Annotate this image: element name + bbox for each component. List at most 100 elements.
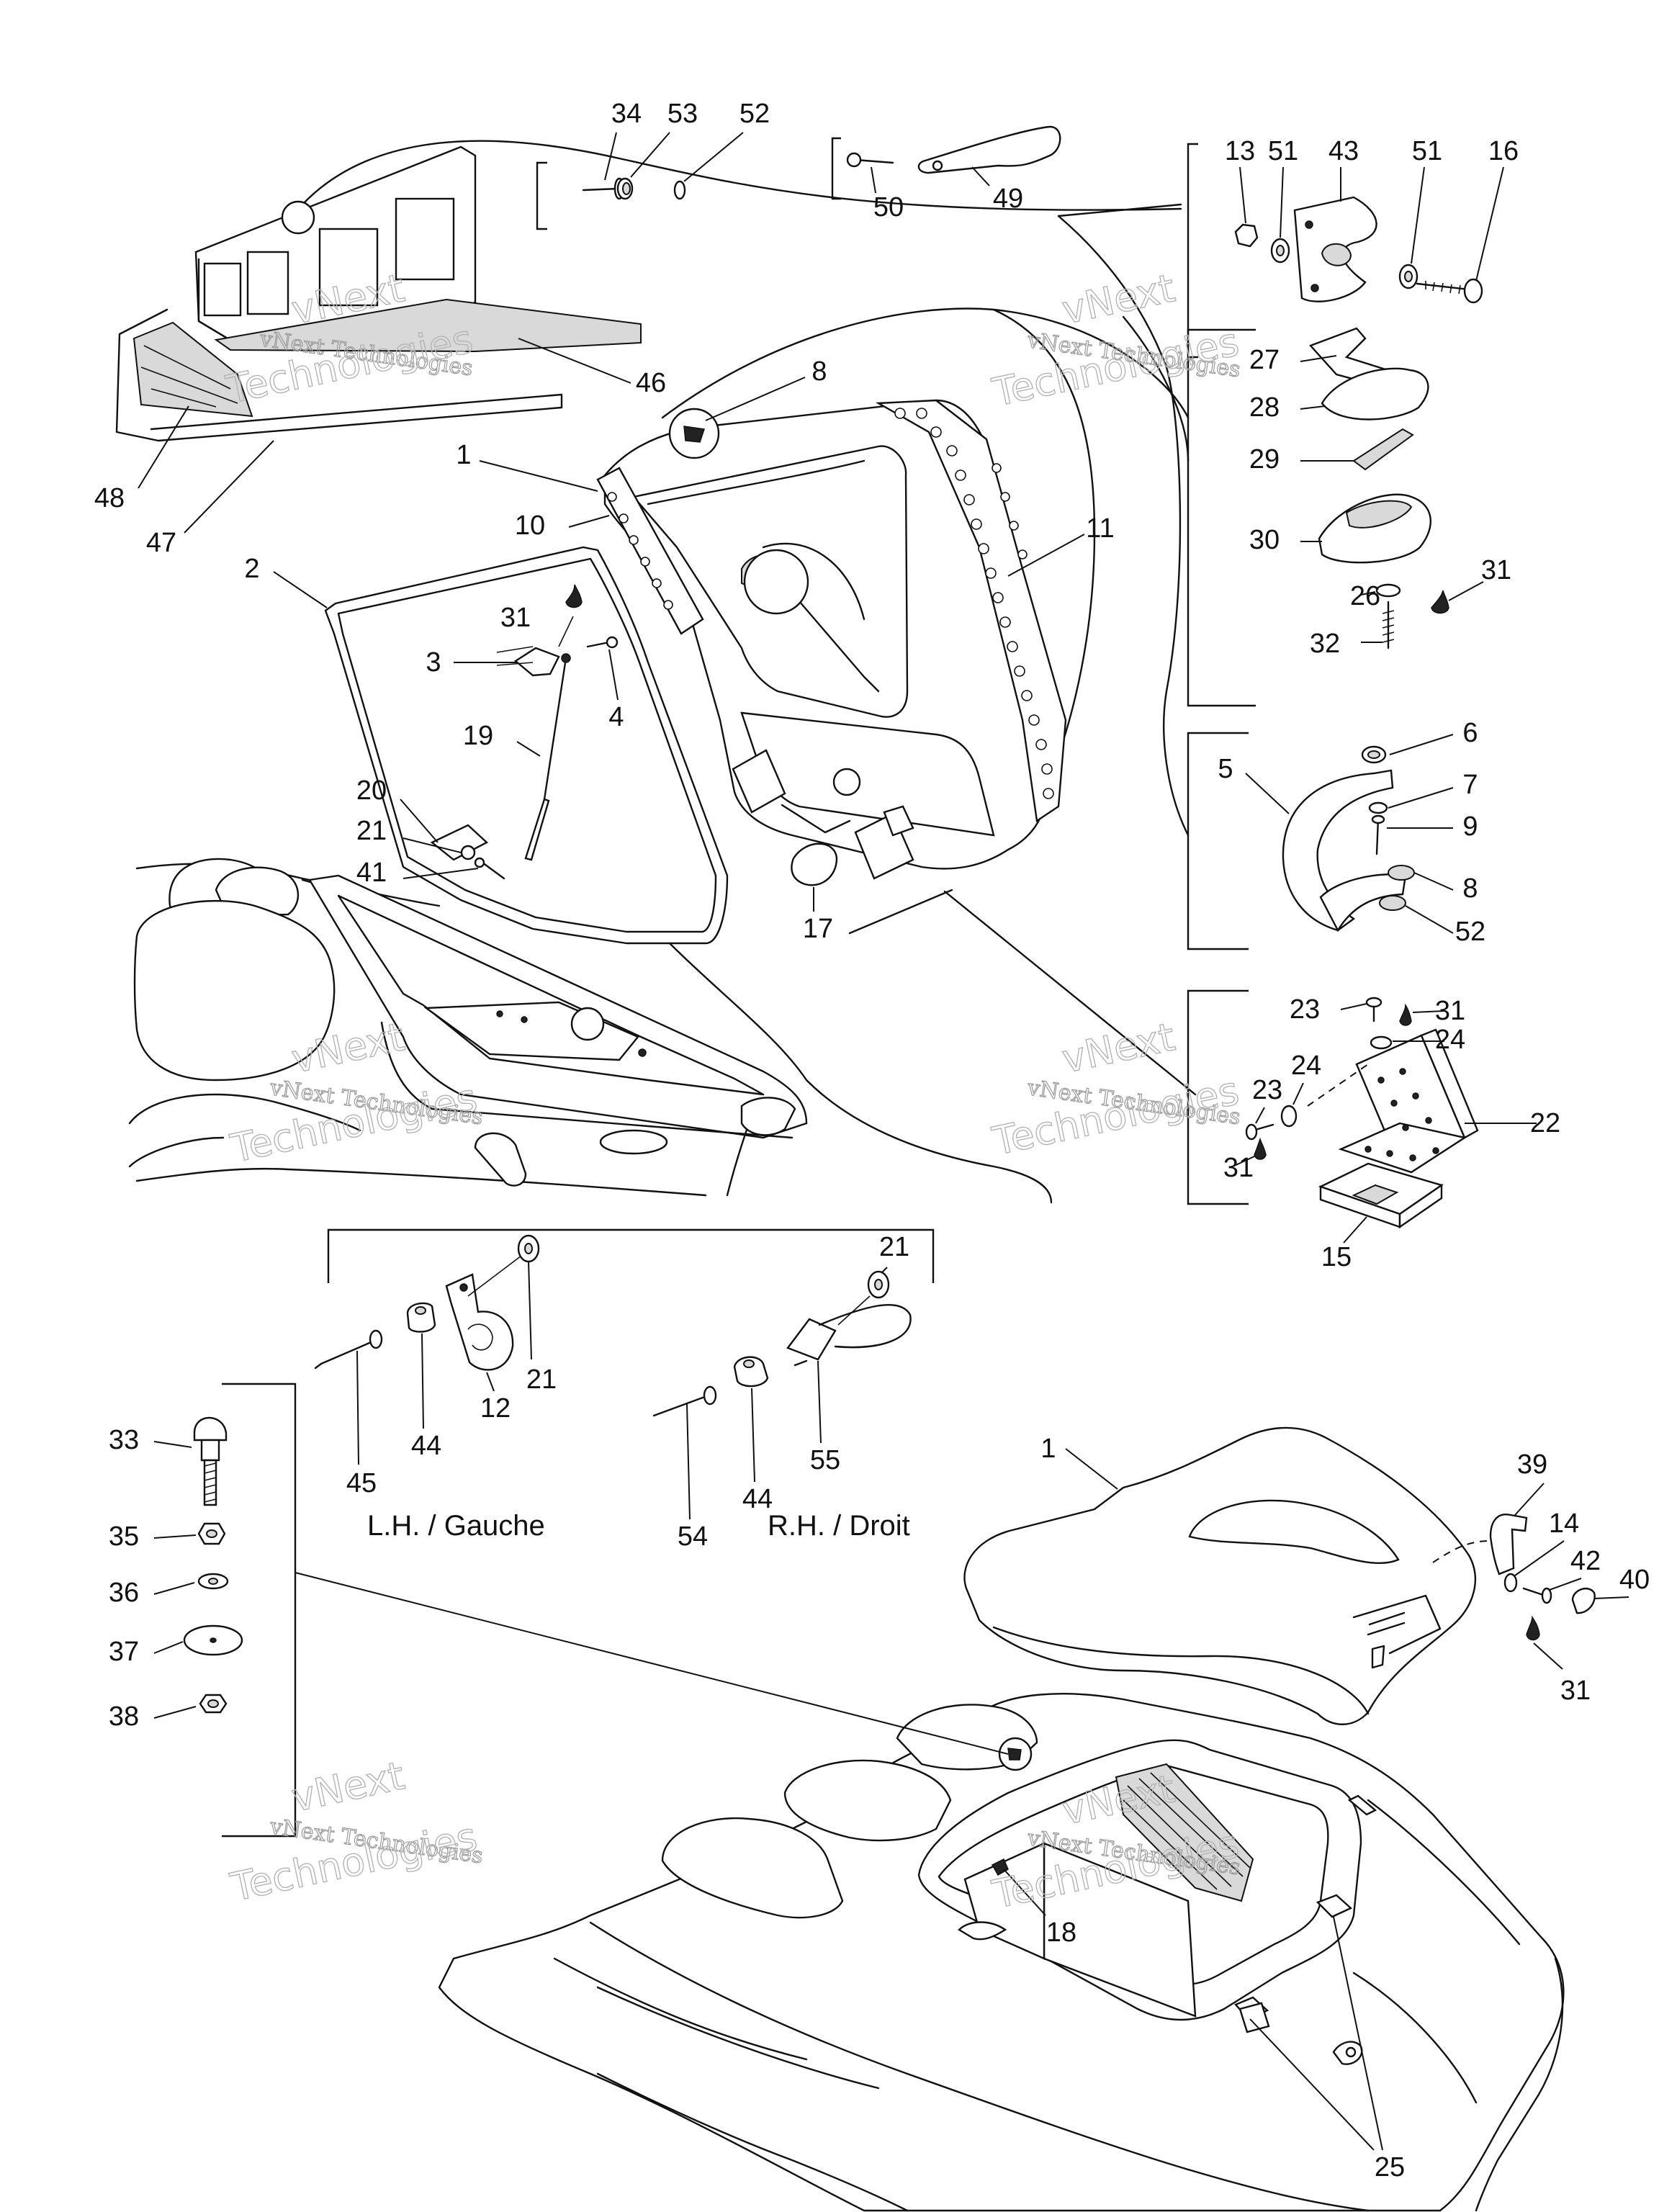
pin-54: [652, 1394, 710, 1417]
bracket-top-left-washers: [536, 161, 547, 230]
callout-c53: 53: [667, 99, 698, 129]
leader-44a: [421, 1333, 424, 1429]
seal-strip-47: [115, 308, 563, 442]
washer-51-right-hole: [1404, 271, 1413, 282]
watermark-text-f: Technologies: [989, 319, 1243, 415]
lower-seat-cushion: [661, 1817, 844, 1919]
callout-c49: 49: [993, 184, 1023, 214]
callout-c30: 30: [1249, 525, 1280, 555]
top-hardware: [582, 125, 1061, 200]
callout-c32: 32: [1310, 629, 1340, 659]
leader-5: [1245, 773, 1290, 814]
strap-clamp-55: [786, 1318, 837, 1361]
pin-9: [1375, 817, 1380, 855]
storage-bin-mesh: [1115, 1763, 1254, 1902]
clip-left-group: [314, 1234, 540, 1371]
leader-8a: [705, 377, 806, 421]
lock-cam-43-dot1: [1305, 220, 1313, 229]
leader-1a: [479, 460, 598, 492]
washer-21-right-hole: [874, 1279, 883, 1290]
leader-16: [1475, 166, 1504, 282]
callout-c21c: 21: [526, 1364, 557, 1395]
callout-c34: 34: [611, 99, 642, 129]
bracket-hinge-assembly: [1187, 989, 1249, 1205]
screw-50-head: [846, 152, 862, 168]
washer-21-small: [460, 845, 476, 860]
bolt-33-head: [193, 1416, 228, 1442]
hinge-22-holes: [1364, 1068, 1439, 1161]
washer-51-left-hole: [1276, 245, 1285, 256]
lock-cam-43-dot2: [1310, 284, 1319, 292]
washer-7: [1368, 801, 1388, 814]
callout-c31b: 31: [500, 603, 531, 633]
bolt-stack: [183, 1416, 243, 1714]
spacer-44a-hole: [415, 1306, 426, 1315]
lock-cam-hardware: [1057, 196, 1483, 304]
latch-housing-30-top: [1345, 500, 1413, 529]
leader-47: [184, 440, 274, 534]
callout-c16: 16: [1488, 136, 1519, 166]
strap-band-55-tail: [793, 1359, 808, 1367]
bolt-32-thread: [1382, 610, 1395, 643]
hood-to-hinge-leader: [781, 804, 851, 834]
callout-c20: 20: [356, 775, 387, 806]
strap-leader-line: [837, 1295, 871, 1326]
leader-45: [356, 1350, 359, 1465]
lid-gasket-2-inner: [337, 557, 717, 933]
strap-band-55: [818, 1303, 912, 1349]
latch-base-28: [1321, 367, 1429, 421]
screw-50: [854, 158, 894, 164]
seat-1-bottom-edge: [992, 1626, 1370, 1715]
leader-24b: [1292, 1082, 1304, 1105]
leader-lines: [138, 132, 1629, 2151]
lower-cleat: [958, 1921, 1007, 1941]
leader-25b: [1333, 1916, 1383, 2151]
callout-c1a: 1: [456, 440, 471, 470]
leader-8b: [1413, 872, 1454, 891]
leader-27: [1300, 355, 1337, 362]
hull-cleat-right: [740, 1097, 796, 1136]
leader-13: [1239, 166, 1246, 224]
callout-c48: 48: [94, 483, 125, 513]
hinge-22-leaf: [1338, 1122, 1467, 1174]
callout-c45: 45: [346, 1468, 377, 1498]
hinge-assembly: [1245, 997, 1479, 1229]
hood-hinge-plate-left: [732, 749, 786, 814]
hull-fastener-d: [521, 1016, 528, 1023]
lower-hull: [438, 1426, 1596, 2212]
leader-7: [1388, 787, 1454, 809]
screw-23-left-head: [1245, 1123, 1258, 1141]
leader-31d: [1232, 1156, 1255, 1167]
callout-c52a: 52: [739, 99, 770, 129]
watermark-text-d: vNext: [1058, 265, 1179, 333]
bracket-plate-20: [430, 824, 489, 861]
tray-grommet: [281, 200, 315, 235]
strut-bracket-3: [513, 647, 560, 677]
leader-6: [1389, 734, 1454, 755]
bumper-8-on-hood-detail: [683, 426, 705, 443]
lower-hull-stripe1: [553, 1957, 880, 2090]
washer-21-left-hole: [524, 1243, 533, 1254]
hood-hinge-plate-right-top: [883, 805, 914, 837]
gas-strut-19: [524, 798, 550, 861]
washer-53-hole: [622, 182, 631, 195]
lower-hull-stripe4: [1367, 1799, 1521, 1946]
tray-cell-1: [203, 262, 242, 317]
callout-c22: 22: [1530, 1108, 1560, 1138]
hinge-pin-group: [1057, 215, 1415, 932]
callout-c24a: 24: [1435, 1025, 1465, 1055]
callout-c26: 26: [1350, 581, 1380, 611]
screw-41-head: [474, 857, 485, 868]
hook-39-dash: [1432, 1540, 1491, 1563]
watermark-text-l: Technologies: [989, 1068, 1243, 1164]
washer-26: [1375, 583, 1401, 598]
rivet-34: [582, 187, 619, 192]
callout-c12: 12: [480, 1393, 511, 1424]
bolt-33-shaft: [203, 1459, 217, 1506]
watermark-low-left: vNext vNext Technologies Technologies: [226, 1753, 485, 1911]
leader-bolt-to-hull: [295, 1572, 1009, 1755]
pin-45-head: [369, 1329, 383, 1349]
hinge-base-15-side: [1398, 1183, 1443, 1229]
hull-fastener-b: [638, 1048, 647, 1057]
